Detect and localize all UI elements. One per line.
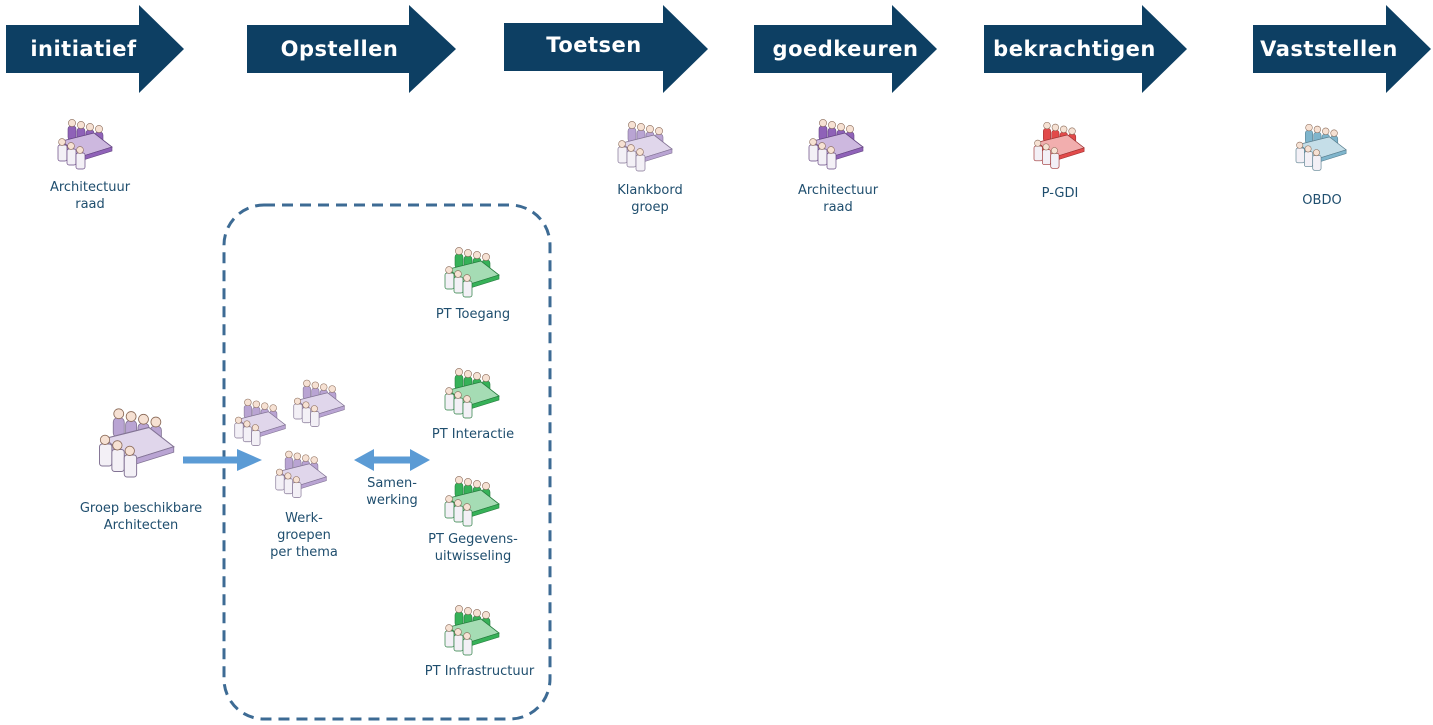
samenwerking-double-arrow [354,449,430,471]
flow-arrow [183,449,262,471]
meeting-table-icon [1292,122,1352,174]
phase-label: initiatief [30,37,137,61]
phase-label: Opstellen [280,37,399,61]
arrow-shape-icon [247,5,456,93]
arrow-shape-icon [754,5,937,93]
phase-label: Vaststellen [1260,37,1398,61]
arrow-shape-icon [6,5,184,93]
meeting-table-icon [614,119,678,175]
meeting-table-icon [290,375,350,433]
label-samenwerking: Samen- werking [366,476,418,508]
phase-arrow-goedkeuren: goedkeuren [754,5,937,93]
phase-arrow-bekrachtigen: bekrachtigen [984,5,1187,93]
thema-group-container [222,203,552,721]
label-pgdi: P-GDI [1041,186,1079,201]
phase-arrow-vaststellen: Vaststellen [1253,5,1431,93]
meeting-table-icon [231,395,291,451]
label-klankbord-groep: Klankbord groep [617,183,683,215]
meeting-table-icon [54,117,118,173]
label-pt-gegevensuitwisseling: PT Gegevens- uitwisseling [428,532,518,564]
meeting-table-icon [272,446,332,504]
label-architectuur-raad-goedkeuren: Architectuur raad [797,183,879,215]
meeting-table-icon [1030,120,1090,172]
phase-arrow-initiatief: initiatief [6,5,184,93]
phase-arrow-toetsen: Toetsen [504,5,708,93]
meeting-table-icon [94,405,182,483]
phase-label: goedkeuren [772,37,919,61]
label-pt-toegang: PT Toegang [435,307,511,322]
label-groep-beschikbare-architecten: Groep beschikbare Architecten [79,501,203,533]
phase-arrow-opstellen: Opstellen [247,5,456,93]
meeting-table-icon [441,603,505,659]
label-architectuur-raad-initiatief: Architectuur raad [49,180,131,212]
arrow-shape-icon [984,5,1187,93]
arrow-shape-icon [504,5,708,93]
meeting-table-icon [441,474,505,530]
meeting-table-icon [805,117,869,173]
label-werkgroepen: Werk- groepen per thema [270,511,338,560]
arrow-shape-icon [1253,5,1431,93]
phase-label: Toetsen [546,33,642,57]
label-pt-interactie: PT Interactie [431,427,515,442]
meeting-table-icon [441,245,505,301]
label-pt-infrastructuur: PT Infrastructuur [424,664,535,679]
phase-label: bekrachtigen [993,37,1156,61]
label-obdo: OBDO [1302,193,1342,208]
meeting-table-icon [441,366,505,422]
